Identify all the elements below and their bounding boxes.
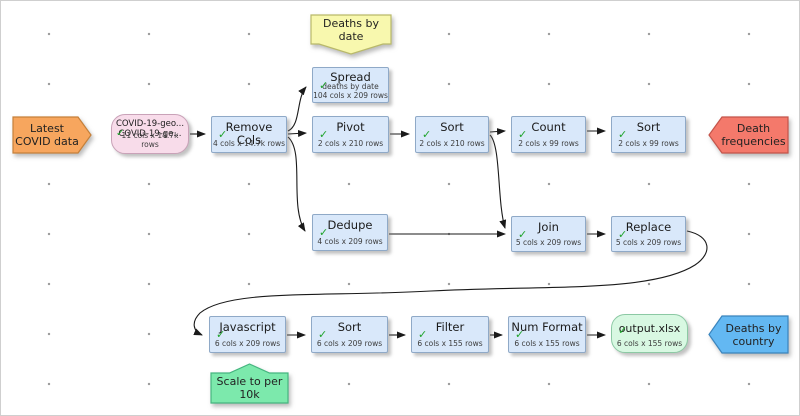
edge-sort-1-to-count[interactable]	[489, 128, 506, 136]
check-icon: ✓	[418, 328, 428, 341]
node-subtitle: 5 cols x 209 rows	[515, 238, 582, 247]
node-subtitle: 6 cols x 155 rows	[616, 339, 683, 348]
node-title: Join	[538, 220, 559, 234]
node-subtitle: 6 cols x 155 rows	[514, 339, 580, 348]
check-icon: ✓	[422, 128, 432, 141]
check-icon: ✓	[518, 128, 528, 141]
check-icon: ✓	[318, 328, 328, 341]
node-title: Count	[531, 120, 566, 134]
node-output-xlsx[interactable]: ✓output.xlsx 6 cols x 155 rows	[611, 314, 688, 353]
check-icon: ✓	[618, 324, 628, 337]
node-sort-2[interactable]: ✓ Sort 2 cols x 99 rows	[611, 116, 686, 153]
node-filter[interactable]: ✓ Filter 6 cols x 155 rows	[411, 316, 489, 353]
callout-down-shape	[310, 14, 392, 55]
node-title: Num Format	[511, 320, 583, 334]
check-icon: ✓	[319, 128, 329, 141]
node-count[interactable]: ✓Count 2 cols x 99 rows	[511, 116, 586, 153]
node-input-covid[interactable]: ✓COVID-19-geo...COVID-19-ge...11 cols x …	[111, 114, 189, 154]
node-num-format[interactable]: ✓Num Format 6 cols x 155 rows	[508, 316, 586, 353]
node-subtitle: 2 cols x 210 rows	[419, 139, 485, 148]
check-icon: ✓	[116, 128, 125, 139]
node-title: Remove Cols	[225, 120, 273, 147]
node-title: Pivot	[336, 120, 365, 134]
node-title: Sort	[636, 120, 661, 134]
node-subtitle: 2 cols x 99 rows	[518, 139, 579, 148]
node-subtitle: 6 cols x 209 rows	[316, 339, 383, 348]
node-sort-1[interactable]: ✓ Sort 2 cols x 210 rows	[415, 116, 489, 153]
node-title: Replace	[625, 220, 672, 234]
node-join[interactable]: ✓ Join 5 cols x 209 rows	[511, 216, 586, 252]
edge-remove-cols-to-spread[interactable]	[287, 86, 307, 132]
node-dedupe[interactable]: ✓Dedupe 4 cols x 209 rows	[312, 214, 388, 251]
node-title: Filter	[435, 320, 465, 334]
edge-remove-cols-to-dedupe[interactable]	[287, 136, 306, 232]
node-javascript[interactable]: ✓Javascript 6 cols x 209 rows	[209, 316, 286, 353]
node-pivot[interactable]: ✓ Pivot 2 cols x 210 rows	[312, 116, 389, 153]
node-subtitle: 4 cols x 209 rows	[317, 237, 383, 246]
check-icon: ✓	[319, 79, 329, 92]
edge-remove-cols-to-pivot[interactable]	[287, 129, 307, 137]
node-subtitle: 6 cols x 155 rows	[417, 339, 483, 348]
node-sort-3[interactable]: ✓ Sort 6 cols x 209 rows	[311, 316, 388, 353]
arrow-right-shape	[12, 116, 92, 154]
node-subtitle: 5 cols x 209 rows	[615, 238, 682, 247]
check-icon: ✓	[216, 328, 226, 341]
node-title: Dedupe	[327, 218, 373, 232]
edge-replace-to-javascript[interactable]	[193, 230, 708, 336]
check-icon: ✓	[515, 328, 525, 341]
node-title: COVID-19-geo...COVID-19-ge...	[115, 119, 185, 139]
check-icon: ✓	[518, 228, 528, 241]
node-subtitle: 11 cols x 14.7k rows	[121, 131, 179, 149]
node-title: Spread	[330, 70, 371, 84]
check-icon: ✓	[319, 226, 329, 239]
node-title: Javascript	[219, 320, 276, 334]
node-title: Sort	[440, 120, 464, 134]
callout-up-shape	[210, 363, 289, 404]
edge-sort-1-to-join[interactable]	[489, 134, 507, 229]
check-icon: ✓	[618, 228, 628, 241]
node-title: Sort	[337, 320, 362, 334]
node-title: output.xlsx	[618, 322, 681, 335]
node-subtitle: 2 cols x 210 rows	[317, 139, 384, 148]
check-icon: ✓	[618, 128, 628, 141]
node-subtitle: 6 cols x 209 rows	[214, 339, 281, 348]
node-subtitle: 2 cols x 99 rows	[618, 139, 679, 148]
node-replace[interactable]: ✓Replace 5 cols x 209 rows	[611, 216, 686, 252]
node-subtitle: 4 cols x 14.7k rows	[212, 139, 286, 148]
arrow-left-shape	[708, 315, 789, 354]
check-icon: ✓	[218, 128, 228, 141]
arrow-left-shape	[708, 116, 789, 154]
